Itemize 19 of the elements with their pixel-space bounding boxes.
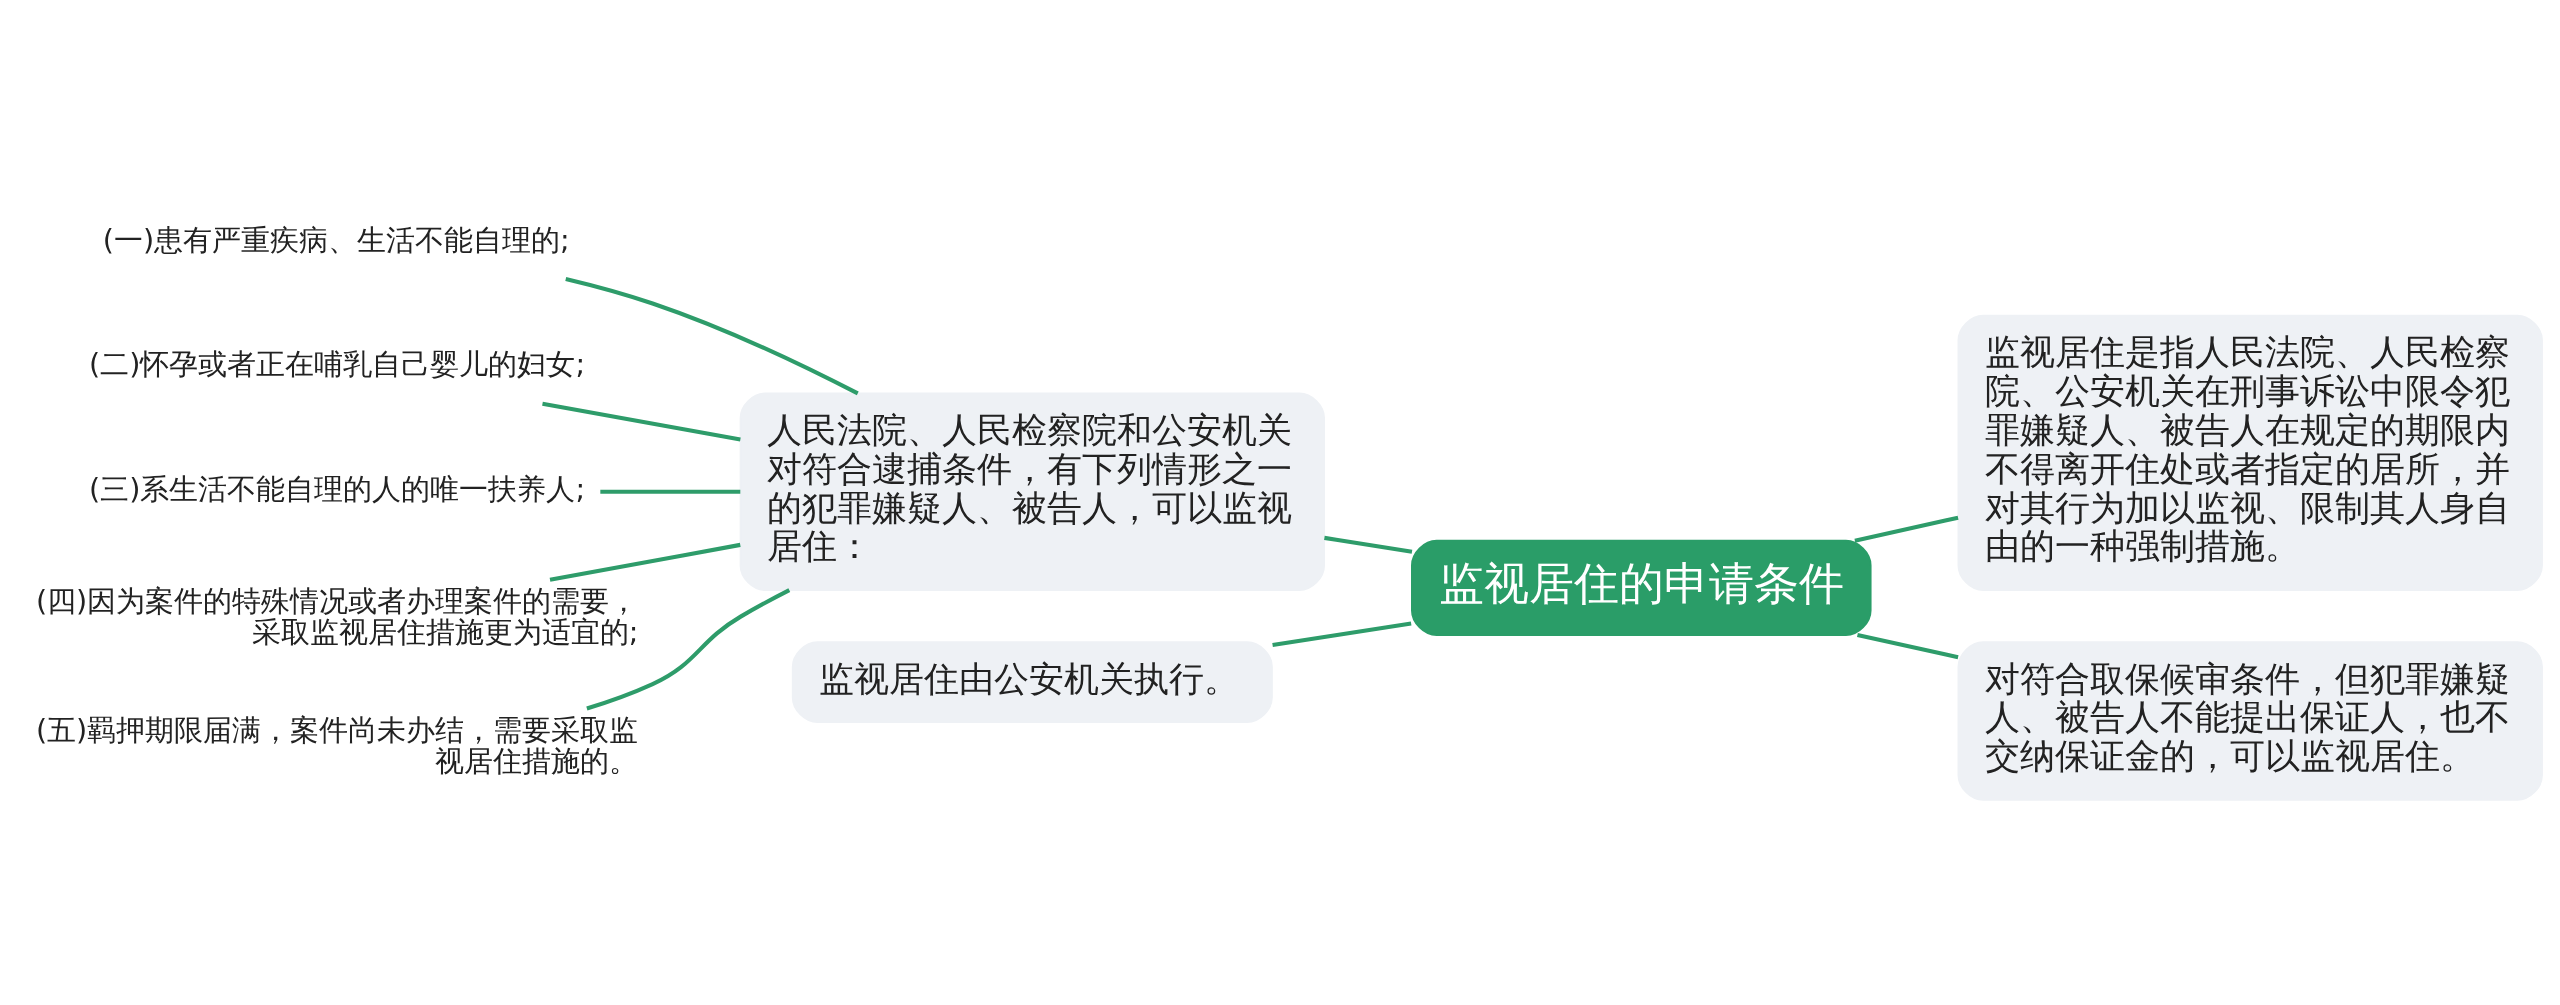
connector: [542, 401, 741, 442]
node-box: 监视居住是指人民法院、人民检察院、公安机关在刑事诉讼中限令犯罪嫌疑人、被告人在规定的期限内不得离开住处或者指定的居所，并对其行为加以监视、限制其人身自由的一种强制措施。: [1957, 314, 2543, 592]
node-text: (四)因为案件的特殊情况或者办理案件的需要，采取监视居住措施更为适宜的;: [35, 583, 639, 649]
node-text: (五)羁押期限届满，案件尚未办结，需要采取监视居住措施的。: [35, 712, 639, 778]
connector: [600, 489, 741, 494]
connector: [1854, 515, 1959, 543]
node-box: 人民法院、人民检察院和公安机关对符合逮捕条件，有下列情形之一的犯罪嫌疑人、被告人，可以监视居住：: [739, 392, 1326, 592]
connector: [1324, 535, 1413, 554]
node-text: (二)怀孕或者正在哺乳自己婴儿的妇女;: [89, 347, 586, 382]
node-box: 对符合取保候审条件，但犯罪嫌疑人、被告人不能提出保证人，也不交纳保证金的，可以监视居住。: [1957, 641, 2543, 801]
node-box: 监视居住的申请条件: [1411, 539, 1872, 637]
node-text: (一)患有严重疾病、生活不能自理的;: [102, 222, 570, 257]
connector: [1857, 633, 1959, 660]
connector: [565, 276, 859, 396]
node-text: (三)系生活不能自理的人的唯一扶养人;: [89, 472, 586, 507]
connector: [549, 542, 741, 582]
connector: [1272, 621, 1412, 648]
node-box: 监视居住由公安机关执行。: [791, 641, 1273, 724]
connector: [586, 588, 791, 711]
